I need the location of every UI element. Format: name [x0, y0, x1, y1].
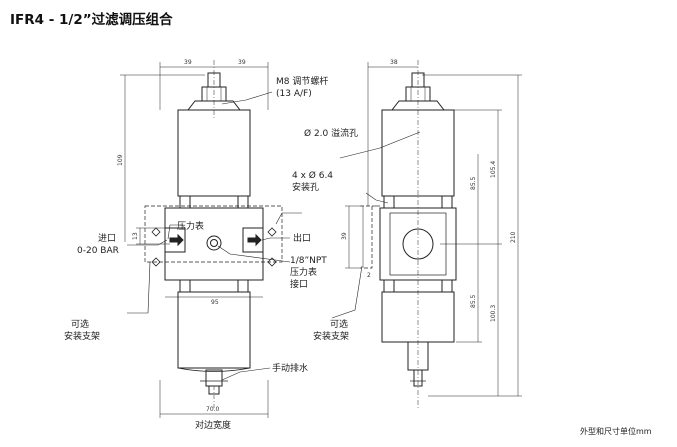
mount-holes-label-2: 安装孔: [292, 181, 319, 193]
callout-labels: M8 调节螺杆 (13 A/F) Ø 2.0 溢流孔 4 x Ø 6.4 安装孔…: [64, 75, 652, 436]
dim-front-left: 39: [184, 59, 192, 66]
mount-screw-br: [237, 279, 249, 293]
dim-front-right: 39: [238, 59, 246, 66]
gauge-port: [206, 235, 222, 251]
dim-front-across-flats: 70.0: [206, 406, 220, 413]
gauge-port-label-2: 压力表: [290, 266, 317, 278]
bracket-left-label: 可选: [71, 318, 89, 330]
front-bracket-outline: [144, 205, 283, 263]
side-leaders: [331, 131, 421, 319]
filter-bowl: [177, 291, 251, 369]
dim-front-height: 109: [117, 154, 124, 166]
dim-side-bracket: 39: [341, 232, 348, 240]
side-port: [402, 228, 434, 260]
gauge-port-label-3: 接口: [290, 278, 308, 290]
dim-side-upper: 105.4: [490, 161, 497, 178]
inlet-label: 进口: [98, 233, 116, 244]
dim-side-mid: 85.5: [470, 176, 477, 190]
front-view: [120, 60, 283, 418]
front-leaders: [127, 91, 302, 381]
overflow-hole-label: Ø 2.0 溢流孔: [304, 127, 358, 139]
inlet-port: [164, 227, 186, 253]
bracket-left-label-2: 安装支架: [64, 330, 100, 342]
dim-front-port: 13: [132, 232, 139, 240]
adjust-screw-label: M8 调节螺杆: [276, 75, 328, 87]
dim-side-top: 38: [390, 59, 398, 66]
manual-drain: [205, 369, 223, 387]
dim-side-small: 2: [367, 272, 371, 279]
regulator-bonnet: [177, 109, 251, 197]
mount-screw-bl: [179, 279, 191, 293]
adjust-screw-size: (13 A/F): [276, 89, 312, 99]
bracket-right-label: 可选: [330, 318, 348, 330]
outlet-label: 出口: [293, 232, 311, 244]
unit-note: 外型和尺寸单位mm: [580, 426, 652, 436]
page-title: IFR4 - 1/2”过滤调压组合: [10, 12, 173, 28]
gauge-port-label: 1/8”NPT: [290, 256, 327, 266]
mount-holes-label: 4 x Ø 6.4: [292, 170, 333, 181]
side-view: [345, 60, 522, 410]
manual-drain-label: 手动排水: [272, 362, 308, 374]
side-bracket: [360, 205, 373, 269]
gauge-label: 压力表: [177, 220, 204, 232]
across-flats-label: 对边宽度: [195, 419, 231, 431]
dim-side-lower-a: 85.5: [470, 294, 477, 308]
dim-side-total: 210: [510, 231, 517, 243]
side-bonnet: [381, 109, 455, 197]
inlet-pressure-label: 0-20 BAR: [77, 246, 119, 256]
bracket-right-label-2: 安装支架: [313, 330, 349, 342]
dim-side-lower-b: 100.3: [490, 305, 497, 322]
dimension-labels: 39 39 109 13 95 70.0 38 105.4 85.5 210 8…: [117, 59, 517, 413]
dim-front-body: 95: [211, 299, 219, 306]
